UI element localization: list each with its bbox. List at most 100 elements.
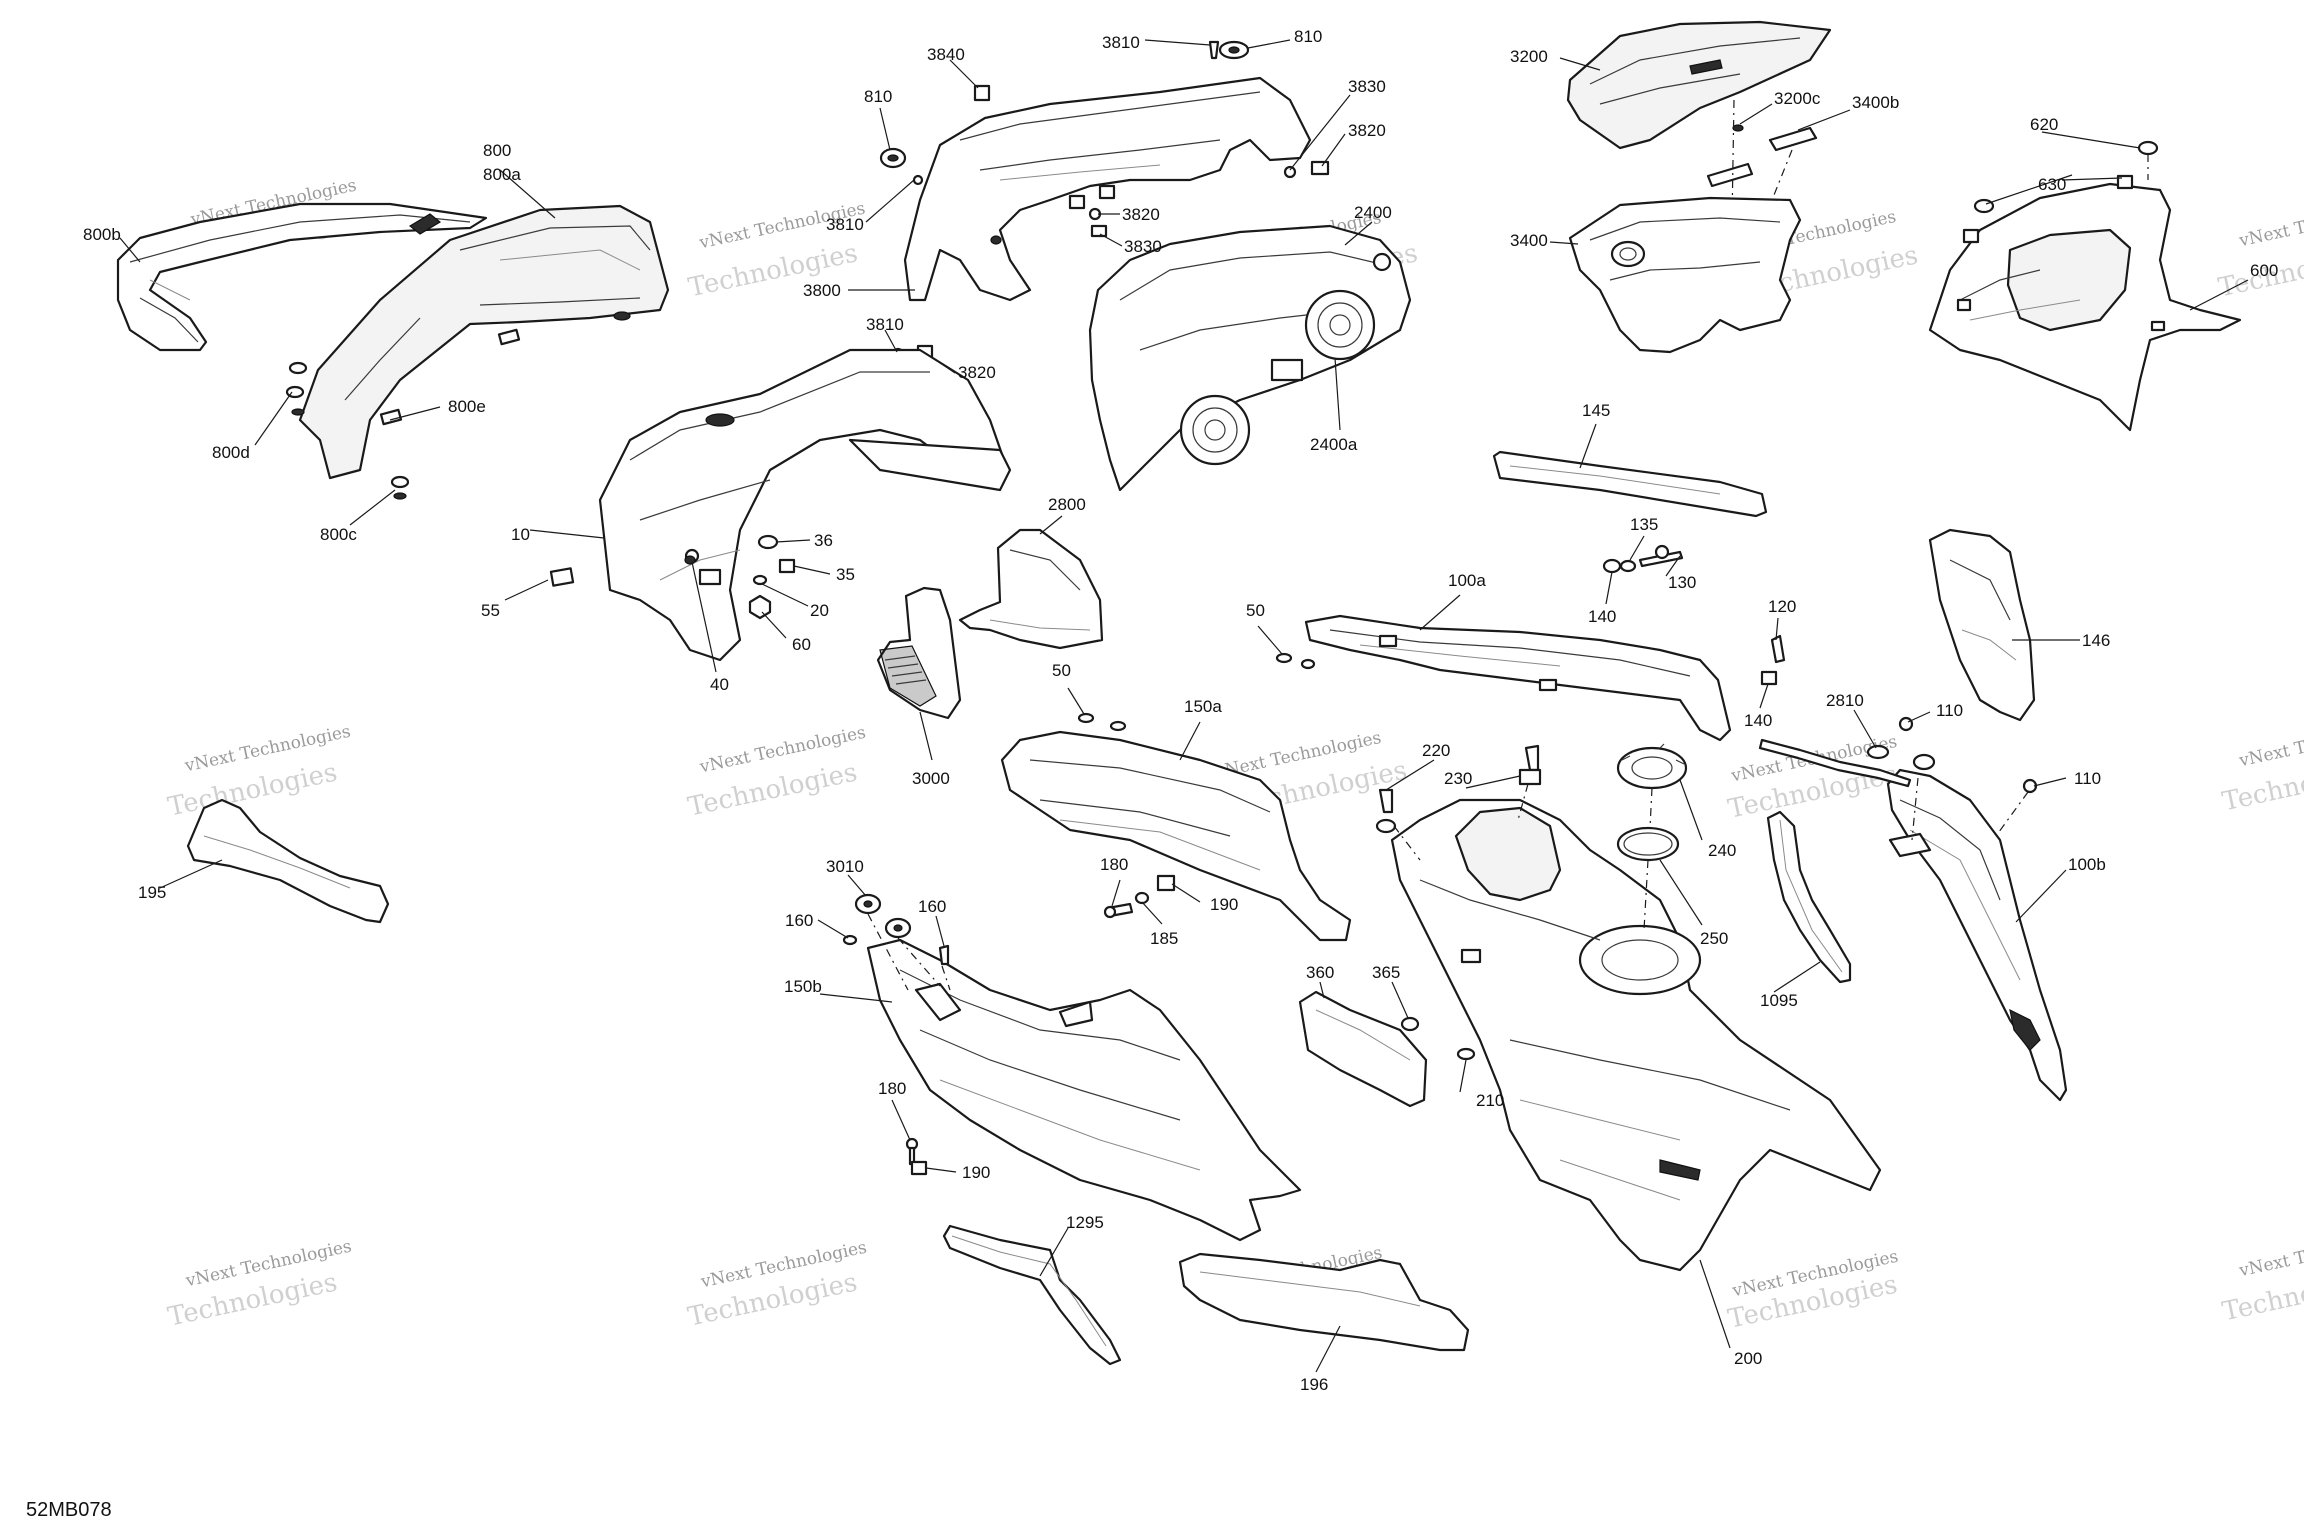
callout-label: 35	[836, 565, 855, 584]
svg-text:vNext Technologies: vNext Technologies	[2237, 716, 2304, 771]
part-365-210-fasteners	[1400, 1016, 1476, 1061]
part-146-side-trim	[1928, 528, 2036, 722]
part-3000-grille-bracket	[876, 586, 962, 720]
callout-label: 190	[1210, 895, 1238, 914]
callout-label: 1295	[1066, 1213, 1104, 1232]
part-810-grommets	[879, 40, 1330, 361]
callout-label: 130	[1668, 573, 1696, 592]
callout-label: 800b	[83, 225, 121, 244]
callout-label: 800	[483, 141, 511, 160]
part-3010-grommets	[842, 893, 950, 966]
leader-lines	[119, 39, 2249, 1373]
callout-label: 36	[814, 531, 833, 550]
document-id: 52MB078	[26, 1499, 112, 1521]
part-3200-tray-cover	[1566, 20, 1832, 150]
part-100b-rear-side-panel	[1886, 768, 2068, 1102]
part-10-hardware	[549, 534, 796, 620]
callout-label: 2400a	[1310, 435, 1358, 454]
callout-label: 50	[1052, 661, 1071, 680]
callout-label: 3400b	[1852, 93, 1899, 112]
part-200-tank-seat-base	[1390, 798, 1882, 1272]
callout-label: 150a	[1184, 697, 1222, 716]
part-150a-side-panel-upper	[1000, 730, 1352, 942]
part-2400-headlamp-assembly	[1088, 224, 1412, 492]
callout-label: 3800	[803, 281, 841, 300]
part-1095-trim-strip	[1766, 810, 1852, 984]
callout-label: 3200	[1510, 47, 1548, 66]
callout-label: 3400	[1510, 231, 1548, 250]
callout-label: 190	[962, 1163, 990, 1182]
callout-label: 140	[1744, 711, 1772, 730]
part-100a-upper-side-rail	[1304, 614, 1732, 742]
callout-label: 145	[1582, 401, 1610, 420]
callout-label: 3840	[927, 45, 965, 64]
part-195-lower-trim	[186, 798, 390, 924]
callout-label: 1095	[1760, 991, 1798, 1010]
callout-label: 3000	[912, 769, 950, 788]
callout-label: 620	[2030, 115, 2058, 134]
part-100b-hardware	[1758, 634, 2038, 794]
part-800c-800d-fasteners	[285, 361, 410, 500]
watermark: Technologies vNext Technologies	[1726, 1247, 1901, 1335]
part-196-lower-trim	[1178, 1252, 1470, 1352]
callout-label: 600	[2250, 261, 2278, 280]
callout-label: 100b	[2068, 855, 2106, 874]
callout-label: 100a	[1448, 571, 1486, 590]
svg-text:vNext Technologies: vNext Technologies	[2237, 196, 2304, 251]
watermark: Technologies vNext Technologies	[685, 1238, 868, 1333]
callout-label: 2800	[1048, 495, 1086, 514]
callout-label: 50	[1246, 601, 1265, 620]
watermark: Technologies vNext Technologies	[2220, 716, 2304, 817]
callout-label: 10	[511, 525, 530, 544]
callout-label: 40	[710, 675, 729, 694]
callout-label: 365	[1372, 963, 1400, 982]
callout-label: 220	[1422, 741, 1450, 760]
part-800e-clips	[379, 328, 521, 426]
callout-label: 110	[1936, 701, 1963, 720]
callout-label: 800d	[212, 443, 250, 462]
part-2800-deflector-bracket	[958, 528, 1104, 650]
callout-label: 195	[138, 883, 166, 902]
callout-label: 230	[1444, 769, 1472, 788]
part-150b-hardware	[905, 1137, 928, 1176]
callout-label: 2810	[1826, 691, 1864, 710]
callout-labels: 800 800a 800b 800c 800d 800e 3840 3810 8…	[83, 27, 2278, 1394]
part-150b-side-panel-lower	[866, 938, 1302, 1242]
callout-label: 146	[2082, 631, 2110, 650]
callout-label: 800c	[320, 525, 357, 544]
part-3800-support-bracket	[903, 76, 1312, 302]
part-50-washers	[1077, 652, 1316, 732]
callout-label: 140	[1588, 607, 1616, 626]
callout-label: 3810	[866, 315, 904, 334]
callout-label: 3010	[826, 857, 864, 876]
callout-label: 3810	[1102, 33, 1140, 52]
watermark: Technologies vNext Technologies	[165, 722, 352, 823]
callout-label: 196	[1300, 1375, 1328, 1394]
watermark: Technologies vNext Technologies	[165, 1237, 353, 1333]
callout-label: 120	[1768, 597, 1796, 616]
watermark: Technologies vNext Technologies	[2216, 196, 2304, 303]
part-3200c-3400b-pads	[1706, 99, 1818, 231]
callout-label: 185	[1150, 929, 1178, 948]
part-220-230-hardware	[1375, 744, 1542, 834]
callout-label: 180	[1100, 855, 1128, 874]
callout-label: 210	[1476, 1091, 1504, 1110]
callout-label: 160	[785, 911, 813, 930]
callout-label: 160	[918, 897, 946, 916]
callout-label: 360	[1306, 963, 1334, 982]
callout-label: 150b	[784, 977, 822, 996]
callout-label: 240	[1708, 841, 1736, 860]
part-150a-hardware	[1103, 874, 1176, 919]
part-800-windshield-panel	[298, 204, 670, 480]
callout-label: 55	[481, 601, 500, 620]
svg-text:vNext Technologies: vNext Technologies	[2237, 1226, 2304, 1281]
callout-label: 3830	[1348, 77, 1386, 96]
callout-label: 135	[1630, 515, 1658, 534]
part-145-strip	[1492, 450, 1768, 518]
part-135-130-hardware	[1602, 544, 1684, 574]
callout-label: 60	[792, 635, 811, 654]
part-800b-deflector	[116, 202, 488, 352]
part-360-bracket	[1298, 990, 1428, 1108]
part-3400-storage-bin	[1568, 196, 1802, 354]
